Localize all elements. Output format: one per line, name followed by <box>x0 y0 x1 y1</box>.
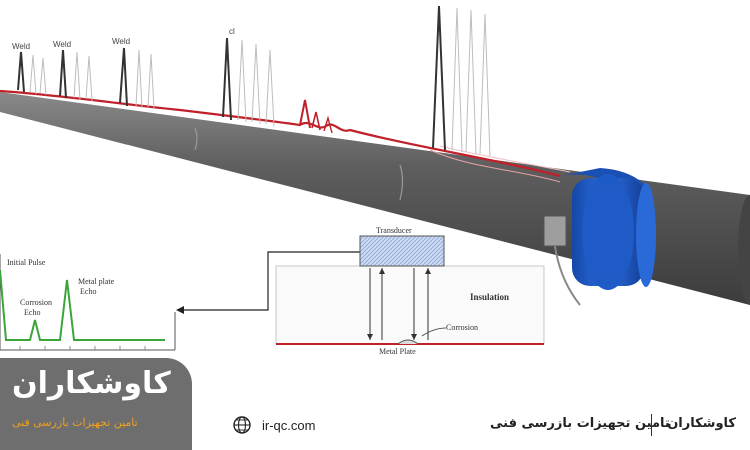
echo-chart <box>0 254 176 351</box>
initial-pulse-label: Initial Pulse <box>7 258 46 267</box>
cable <box>554 245 581 306</box>
collar-transducer <box>543 168 656 306</box>
arrow-head <box>176 306 184 314</box>
weld-peaks <box>17 5 446 151</box>
ultrasonic-paths <box>369 268 429 340</box>
ghost-wave <box>439 145 571 173</box>
insulation-label: Insulation <box>470 292 510 302</box>
weld-label-2: Weld <box>53 40 72 49</box>
globe-icon <box>233 416 251 434</box>
cross-section <box>275 235 545 345</box>
corrosion-echo-label-2: Echo <box>24 308 41 317</box>
weld-seam <box>399 164 404 201</box>
corrosion-bump <box>397 339 419 345</box>
footer-brand: کاوشکاران <box>667 416 736 431</box>
website-link[interactable]: ir-qc.com <box>262 418 316 433</box>
weld-seam <box>194 127 198 151</box>
corrosion-label: Corrosion <box>446 323 478 332</box>
peak-label-4: cl <box>229 27 235 36</box>
weld-label-1: Weld <box>12 42 31 51</box>
pipe <box>0 92 750 305</box>
ghost-wave <box>429 149 561 183</box>
weld-label-3: Weld <box>112 37 131 46</box>
ghost-peaks <box>29 7 491 157</box>
footer-separator <box>651 414 652 436</box>
logo-subtitle: تامین تجهیزات بازرسی فنی <box>12 416 138 429</box>
footer-tagline: تامین تجهیزات بازرسی فنی <box>490 416 670 431</box>
echo-signal <box>0 269 165 341</box>
transducer-block <box>359 235 445 267</box>
metal-echo-label-2: Echo <box>80 287 97 296</box>
corrosion-leader <box>421 327 447 337</box>
chart-ticks <box>19 346 146 350</box>
metal-plate-label: Metal Plate <box>379 347 416 356</box>
logo-main-text: کاوشکاران <box>12 366 171 401</box>
metal-echo-label-1: Metal plate <box>78 277 115 286</box>
signal-connector <box>180 251 360 311</box>
transducer-label: Transducer <box>376 226 412 235</box>
logo-box: کاوشکاران تامین تجهیزات بازرسی فنی <box>0 358 192 450</box>
chart-axes <box>0 254 175 351</box>
connector-box <box>543 215 567 247</box>
corrosion-echo-label-1: Corrosion <box>20 298 52 307</box>
